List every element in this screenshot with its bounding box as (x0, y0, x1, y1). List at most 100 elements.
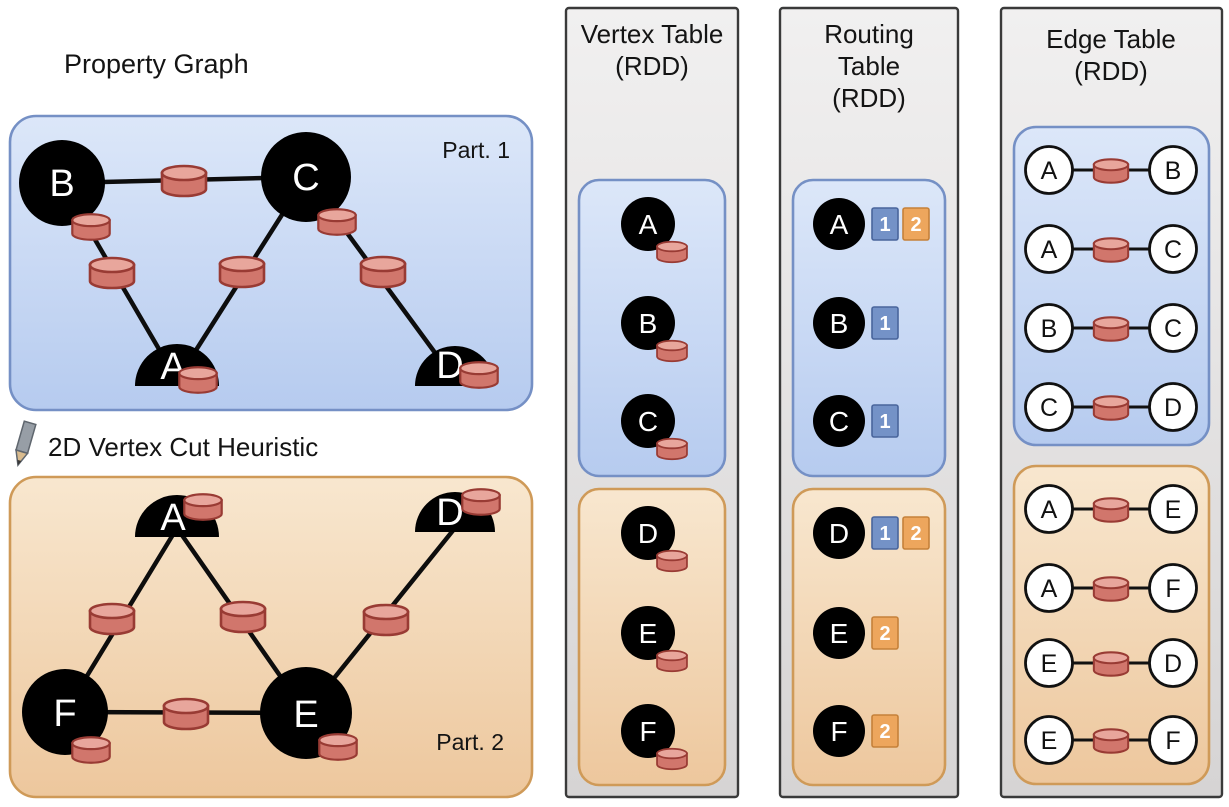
vertex-node-label: C (829, 406, 849, 437)
edge-dst-label: E (1165, 496, 1182, 524)
vertex-cut-heuristic-label: 2D Vertex Cut Heuristic (48, 432, 318, 462)
edge-row: A F (1024, 563, 1198, 613)
vertex-node (621, 394, 675, 448)
vertex-table-title-line2: (RDD) (615, 51, 689, 81)
edge-dst-label: D (1164, 650, 1182, 678)
vertex-property-cylinder-icon (71, 213, 111, 241)
vertex-node (621, 606, 675, 660)
vertex-property-cylinder-icon (183, 493, 223, 521)
edge-src-label: A (1041, 236, 1058, 264)
vertex-A2-label: A (160, 497, 186, 539)
vertex-property-cylinder-icon (656, 240, 688, 264)
vertex-node-label: D (829, 518, 849, 549)
vertex-table-entry: E (621, 606, 688, 673)
vertex-node (621, 704, 675, 758)
routing-table-panel: Routing Table (RDD) A 1 2 B 1 C 1 D (778, 6, 960, 799)
partition-ref-number: 2 (879, 623, 890, 645)
vertex-node (813, 297, 865, 349)
routing-row: B 1 (813, 297, 899, 349)
vertex-F-label: F (53, 693, 76, 735)
vertex-C (261, 132, 351, 222)
edge-src-label: E (1041, 650, 1058, 678)
edge-table-title-line1: Edge Table (1046, 24, 1176, 54)
vertex-B-label: B (49, 163, 74, 205)
vertex-node (621, 197, 675, 251)
vertex-node-label: A (830, 209, 849, 240)
edge-dst-label: C (1164, 236, 1182, 264)
property-graph-title: Property Graph (64, 49, 249, 79)
vertex-node (813, 395, 865, 447)
vertex-table-entry: C (621, 394, 688, 461)
partition-ref-square (871, 404, 899, 438)
vertex-node-label: F (830, 716, 847, 747)
partition-ref-number: 1 (879, 523, 890, 545)
edge-dst-label: F (1165, 575, 1180, 603)
vertex-property-cylinder-icon (656, 339, 688, 363)
vertex-table-panel: Vertex Table (RDD) A B C D E (564, 6, 740, 799)
edge-property-cylinder-icon (219, 600, 267, 634)
vertex-node-label: F (639, 716, 656, 747)
vertex-property-cylinder-icon (656, 747, 688, 771)
edge-dst-vertex (1148, 715, 1198, 765)
edge-row: C D (1024, 382, 1198, 432)
edge-row: A B (1024, 145, 1198, 195)
edge-table-partition1-box (1012, 125, 1211, 447)
vertex-node (813, 705, 865, 757)
edge-dst-vertex (1148, 382, 1198, 432)
vertex-property-cylinder-icon (71, 736, 111, 764)
edge-property-cylinder-icon (1092, 576, 1130, 602)
routing-row: A 1 2 (813, 198, 930, 250)
edge-property-cylinder-icon (162, 697, 210, 731)
edge-src-label: C (1040, 394, 1058, 422)
edge-dst-vertex (1148, 145, 1198, 195)
edge-property-cylinder-icon (1092, 395, 1130, 421)
edge-property-cylinder-icon (1092, 158, 1130, 184)
vertex-table-title-line1: Vertex Table (581, 19, 724, 49)
edge-property-cylinder-icon (88, 602, 136, 636)
edge-src-vertex (1024, 638, 1074, 688)
edge-dst-vertex (1148, 303, 1198, 353)
vertex-node-label: E (830, 618, 849, 649)
routing-row: E 2 (813, 607, 899, 659)
vertex-property-cylinder-icon (656, 549, 688, 573)
partition-ref-square (871, 616, 899, 650)
edge-src-vertex (1024, 224, 1074, 274)
partition-ref-number: 1 (879, 411, 890, 433)
edge-dst-vertex (1148, 563, 1198, 613)
partition-ref-number: 2 (910, 523, 921, 545)
vertex-table-entry: B (621, 296, 688, 363)
vertex-property-cylinder-icon (459, 361, 499, 389)
vertex-node-label: B (639, 308, 658, 339)
edge-property-cylinder-icon (1092, 728, 1130, 754)
vertex-table-entry: F (621, 704, 688, 771)
edge-property-cylinder-icon (1092, 651, 1130, 677)
vertex-node-label: D (638, 518, 658, 549)
vertex-node-label: B (830, 308, 849, 339)
edge-src-label: A (1041, 575, 1058, 603)
vertex-node (813, 198, 865, 250)
edge-src-label: B (1041, 315, 1058, 343)
edge-property-cylinder-icon (1092, 316, 1130, 342)
vertex-node-label: E (639, 618, 658, 649)
partition-ref-number: 1 (879, 313, 890, 335)
routing-table-title-line2: Table (838, 51, 900, 81)
vertex-property-cylinder-icon (656, 649, 688, 673)
vertex-C-label: C (292, 157, 319, 199)
edge-row: A E (1024, 484, 1198, 534)
vertex-node (621, 506, 675, 560)
vertex-node (621, 296, 675, 350)
edge-dst-label: B (1165, 157, 1182, 185)
edge-src-vertex (1024, 484, 1074, 534)
edge-property-cylinder-icon (362, 603, 410, 637)
pencil-icon (15, 420, 37, 467)
vertex-D-label: D (436, 345, 463, 387)
edge-property-cylinder-icon (1092, 237, 1130, 263)
vertex-property-cylinder-icon (178, 366, 218, 394)
edge-property-cylinder-icon (1092, 497, 1130, 523)
partition-ref-square (902, 207, 930, 241)
edge-property-cylinder-icon (160, 164, 208, 198)
edge-dst-label: C (1164, 315, 1182, 343)
vertex-property-cylinder-icon (318, 733, 358, 761)
